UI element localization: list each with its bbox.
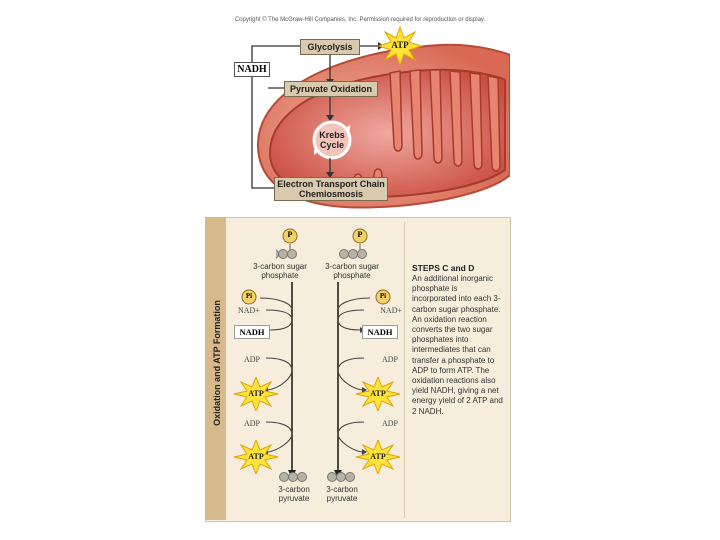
panel-side-title: Oxidation and ATP Formation <box>212 300 222 426</box>
krebs-cycle-label: Krebs Cycle <box>312 130 352 150</box>
adp-label-right-2: ADP <box>381 419 398 428</box>
atp-label-left-2: ATP <box>248 452 264 461</box>
pyruvate-oxidation-box: Pyruvate Oxidation <box>284 81 378 97</box>
atp-burst-icon-right-2 <box>355 440 401 474</box>
adp-label-left-1: ADP <box>244 355 261 364</box>
pi-symbol-right: Pi <box>379 292 387 300</box>
atp-label-right-1: ATP <box>370 389 386 398</box>
atp-burst-icon-left-2 <box>233 440 279 474</box>
copyright-notice: Copyright © The McGraw-Hill Companies, I… <box>234 17 486 23</box>
krebs-line-1: Krebs <box>319 130 345 140</box>
atp-burst-icon-right-1 <box>355 377 401 411</box>
etc-line-1: Electron Transport Chain <box>277 179 385 189</box>
steps-description: An additional inorganic phosphate is inc… <box>412 274 503 416</box>
nadh-box-left: NADH <box>234 325 270 339</box>
nadh-box-right: NADH <box>362 325 398 339</box>
left-molecule <box>276 228 298 259</box>
atp-label-left-1: ATP <box>248 389 264 398</box>
pi-symbol-left: Pi <box>245 292 253 300</box>
krebs-line-2: Cycle <box>319 140 345 150</box>
pyruvate-oxidation-label: Pyruvate Oxidation <box>289 84 373 94</box>
adp-label-left-2: ADP <box>244 419 261 428</box>
glycolysis-label: Glycolysis <box>307 42 353 52</box>
phosphate-symbol-left: P <box>287 230 293 239</box>
right-molecule <box>339 228 368 259</box>
pyruvate-molecules <box>279 472 355 482</box>
pyruvate-label-right: 3-carbon pyruvate <box>326 485 358 503</box>
pyruvate-label-left: 3-carbon pyruvate <box>278 485 310 503</box>
adp-label-right-1: ADP <box>381 355 398 364</box>
panel-sidebar: Oxidation and ATP Formation <box>205 217 226 520</box>
nad-label-left: NAD+ <box>238 306 260 315</box>
nadh-label: NADH <box>237 64 267 75</box>
phosphate-symbol-right: P <box>357 230 363 239</box>
panel-divider <box>404 222 405 518</box>
atp-label-top: ATP <box>391 40 409 50</box>
electron-transport-box: Electron Transport Chain Chemiosmosis <box>274 177 388 201</box>
sugar-phosphate-label-left: 3-carbon sugar phosphate <box>253 262 307 280</box>
nadh-label-left: NADH <box>239 327 265 337</box>
inorganic-phosphate-icons <box>241 289 391 305</box>
steps-title: STEPS C and D <box>412 263 475 273</box>
sugar-phosphate-label-right: 3-carbon sugar phosphate <box>325 262 379 280</box>
krebs-cycle-ring <box>312 120 352 160</box>
atp-label-right-2: ATP <box>370 452 386 461</box>
atp-burst-icon <box>378 26 422 66</box>
nadh-box: NADH <box>234 62 270 77</box>
nad-label-right: NAD+ <box>380 306 402 315</box>
nadh-label-right: NADH <box>367 327 393 337</box>
glycolysis-box: Glycolysis <box>300 39 360 55</box>
atp-burst-icon-left-1 <box>233 377 279 411</box>
sugar-phosphate-molecules <box>276 228 368 259</box>
etc-line-2: Chemiosmosis <box>298 189 364 199</box>
